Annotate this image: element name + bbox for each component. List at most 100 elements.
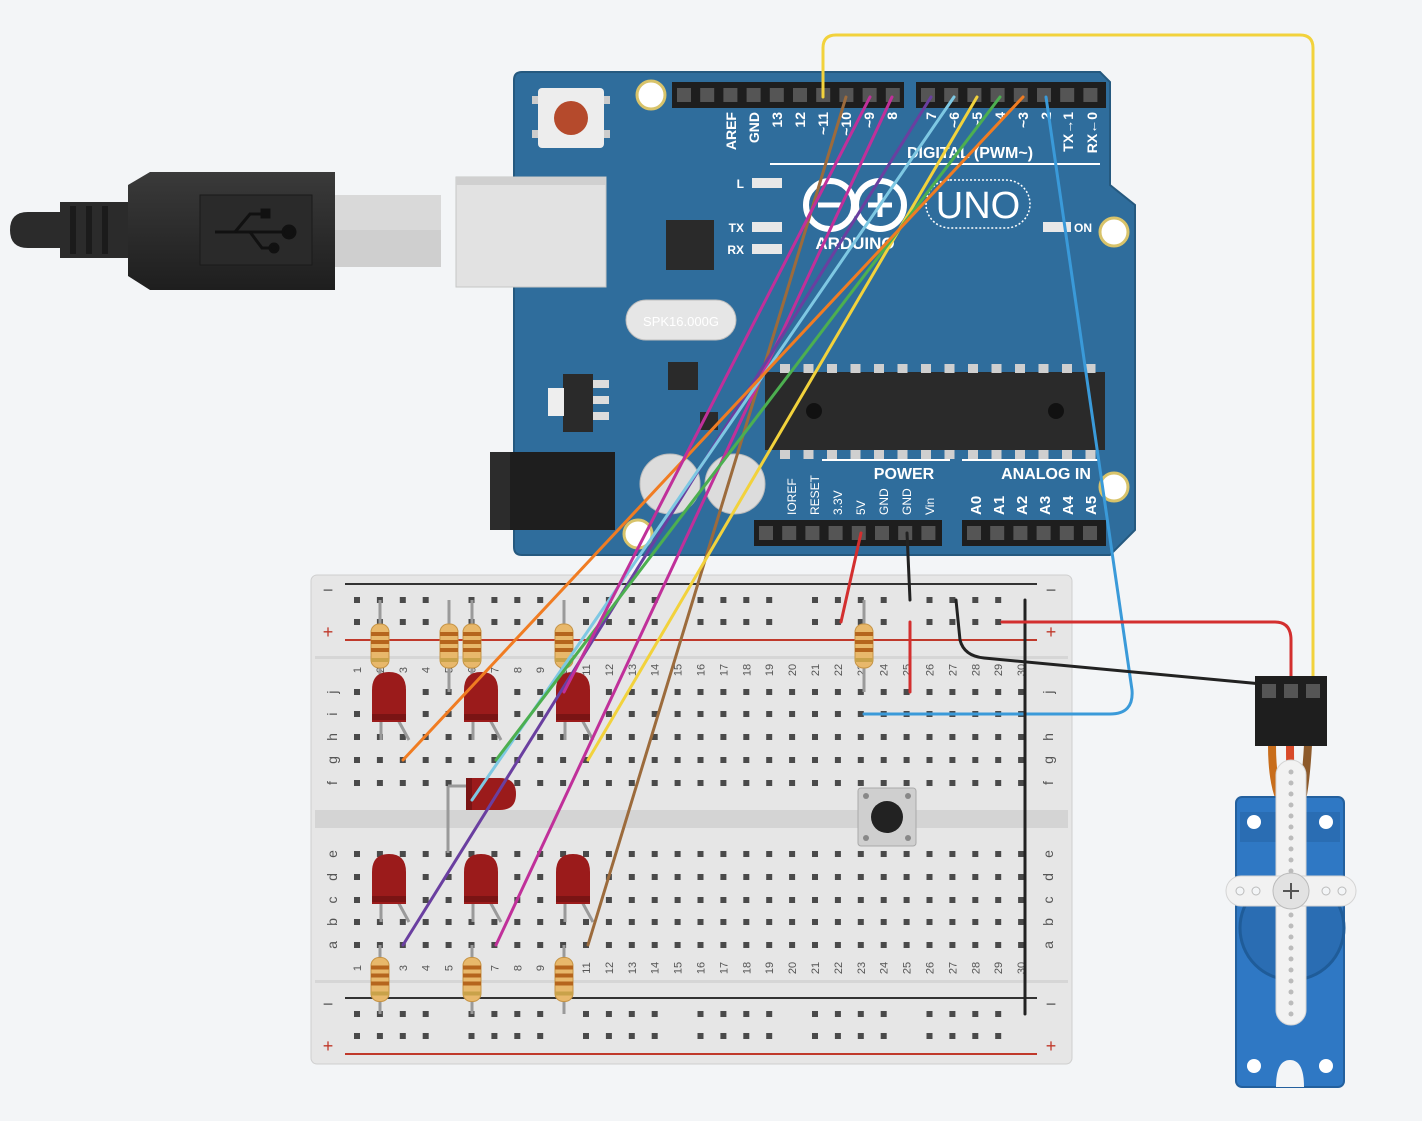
breadboard-hole[interactable] <box>949 757 956 763</box>
wire-blue-2[interactable] <box>862 95 1134 716</box>
header-pin[interactable] <box>1083 526 1097 540</box>
breadboard-hole[interactable] <box>491 734 498 740</box>
breadboard-hole[interactable] <box>903 734 910 740</box>
breadboard-hole[interactable] <box>880 1033 887 1039</box>
breadboard-hole[interactable] <box>605 689 612 695</box>
led[interactable] <box>372 854 411 923</box>
breadboard-hole[interactable] <box>583 1033 589 1039</box>
breadboard-hole[interactable] <box>834 942 841 948</box>
breadboard-hole[interactable] <box>697 597 704 603</box>
breadboard-hole[interactable] <box>674 734 681 740</box>
breadboard-hole[interactable] <box>399 734 406 740</box>
led[interactable] <box>556 854 595 923</box>
breadboard-hole[interactable] <box>995 597 1002 603</box>
breadboard-hole[interactable] <box>857 919 864 925</box>
breadboard-hole[interactable] <box>766 689 773 695</box>
breadboard-hole[interactable] <box>468 1033 475 1039</box>
breadboard-hole[interactable] <box>583 1011 589 1017</box>
breadboard-hole[interactable] <box>995 874 1002 880</box>
breadboard-hole[interactable] <box>880 597 887 603</box>
servo-motor[interactable] <box>1225 744 1357 1088</box>
breadboard-hole[interactable] <box>651 711 658 717</box>
breadboard-hole[interactable] <box>766 757 773 763</box>
breadboard-hole[interactable] <box>1018 780 1025 786</box>
header-pin[interactable] <box>862 88 877 102</box>
breadboard-hole[interactable] <box>720 897 727 903</box>
breadboard-hole[interactable] <box>789 780 796 786</box>
breadboard-hole[interactable] <box>995 1033 1002 1039</box>
header-pin[interactable] <box>828 526 843 540</box>
breadboard-hole[interactable] <box>766 619 773 625</box>
breadboard-hole[interactable] <box>857 1011 864 1017</box>
breadboard-hole[interactable] <box>995 757 1002 763</box>
breadboard-hole[interactable] <box>354 734 360 740</box>
breadboard-hole[interactable] <box>949 780 956 786</box>
breadboard-hole[interactable] <box>926 942 933 948</box>
breadboard-hole[interactable] <box>583 780 589 786</box>
breadboard-hole[interactable] <box>972 757 979 763</box>
breadboard-hole[interactable] <box>354 757 360 763</box>
breadboard-hole[interactable] <box>445 757 452 763</box>
breadboard-hole[interactable] <box>926 597 933 603</box>
breadboard-hole[interactable] <box>720 874 727 880</box>
breadboard-hole[interactable] <box>605 851 612 857</box>
breadboard-hole[interactable] <box>537 757 544 763</box>
breadboard-hole[interactable] <box>789 734 796 740</box>
breadboard-hole[interactable] <box>537 619 544 625</box>
breadboard-hole[interactable] <box>972 1011 979 1017</box>
breadboard-hole[interactable] <box>720 1033 727 1039</box>
wire-purple-7[interactable] <box>401 95 933 947</box>
breadboard-hole[interactable] <box>605 919 612 925</box>
breadboard-hole[interactable] <box>743 919 750 925</box>
breadboard-hole[interactable] <box>972 919 979 925</box>
breadboard-hole[interactable] <box>514 780 521 786</box>
breadboard-hole[interactable] <box>1018 942 1025 948</box>
breadboard-hole[interactable] <box>651 757 658 763</box>
breadboard-hole[interactable] <box>491 597 498 603</box>
resistor[interactable] <box>854 600 874 692</box>
breadboard-hole[interactable] <box>880 780 887 786</box>
breadboard-hole[interactable] <box>743 597 750 603</box>
breadboard-hole[interactable] <box>628 757 635 763</box>
breadboard-hole[interactable] <box>720 734 727 740</box>
breadboard-hole[interactable] <box>651 734 658 740</box>
breadboard-hole[interactable] <box>743 757 750 763</box>
breadboard-hole[interactable] <box>628 689 635 695</box>
breadboard-hole[interactable] <box>1018 689 1025 695</box>
header-pin[interactable] <box>990 526 1005 540</box>
wire-green-4[interactable] <box>494 95 1002 762</box>
breadboard-hole[interactable] <box>1018 897 1025 903</box>
breadboard-hole[interactable] <box>583 919 589 925</box>
breadboard-hole[interactable] <box>354 919 360 925</box>
breadboard-hole[interactable] <box>445 919 452 925</box>
breadboard-hole[interactable] <box>537 1033 544 1039</box>
breadboard-hole[interactable] <box>812 689 818 695</box>
breadboard-hole[interactable] <box>422 1033 429 1039</box>
breadboard-hole[interactable] <box>674 897 681 903</box>
breadboard-hole[interactable] <box>789 874 796 880</box>
header-pin[interactable] <box>967 526 981 540</box>
breadboard-hole[interactable] <box>720 711 727 717</box>
breadboard-hole[interactable] <box>857 780 864 786</box>
breadboard-hole[interactable] <box>995 851 1002 857</box>
breadboard-hole[interactable] <box>583 942 589 948</box>
breadboard-hole[interactable] <box>857 1033 864 1039</box>
breadboard-hole[interactable] <box>834 874 841 880</box>
breadboard-hole[interactable] <box>605 711 612 717</box>
breadboard-hole[interactable] <box>880 689 887 695</box>
breadboard-hole[interactable] <box>674 711 681 717</box>
breadboard-hole[interactable] <box>514 711 521 717</box>
breadboard-hole[interactable] <box>422 874 429 880</box>
breadboard-hole[interactable] <box>560 757 567 763</box>
breadboard-hole[interactable] <box>834 897 841 903</box>
breadboard-hole[interactable] <box>399 1011 406 1017</box>
wire-red-servo[interactable] <box>1000 620 1293 682</box>
wire-red-5v[interactable] <box>839 531 863 624</box>
breadboard-hole[interactable] <box>903 780 910 786</box>
breadboard-hole[interactable] <box>834 711 841 717</box>
breadboard-hole[interactable] <box>880 757 887 763</box>
breadboard-hole[interactable] <box>628 897 635 903</box>
breadboard-hole[interactable] <box>422 711 429 717</box>
breadboard-hole[interactable] <box>789 897 796 903</box>
